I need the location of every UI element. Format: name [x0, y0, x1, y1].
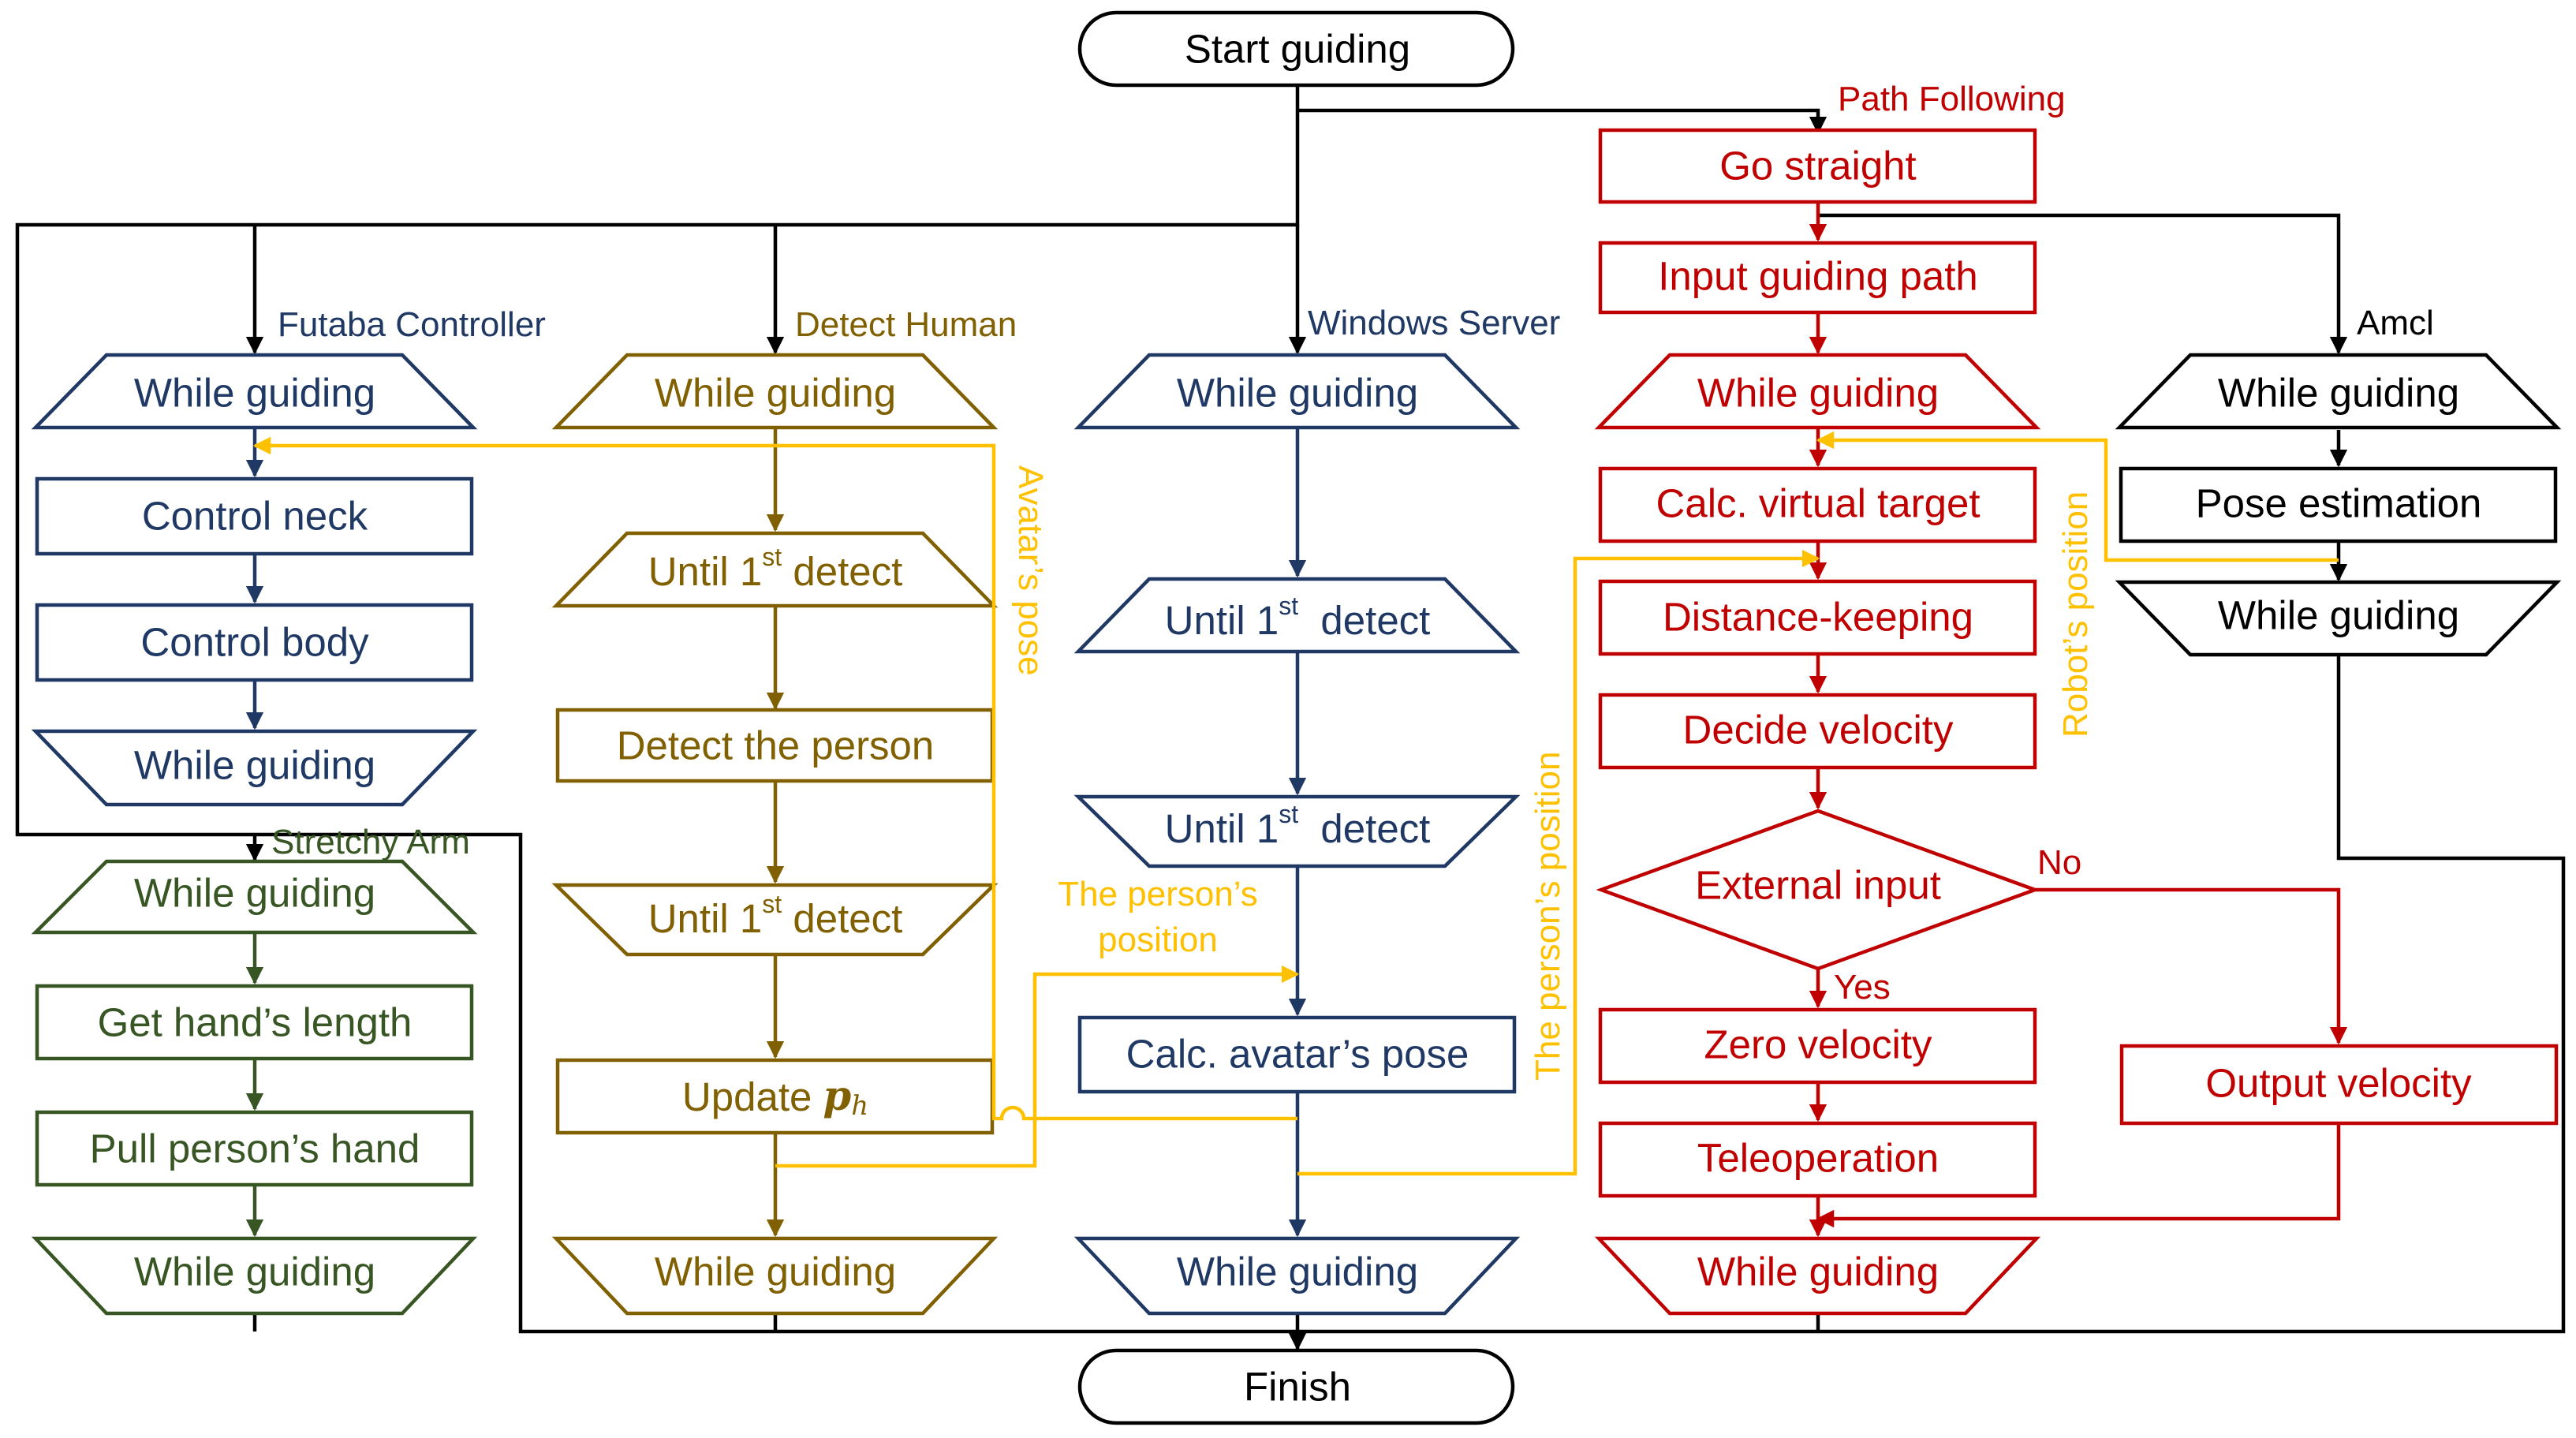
- stretchy-column: While guiding Get hand’s length Pull per…: [31, 859, 478, 1316]
- group-label-path-following: Path Following: [1838, 80, 2066, 118]
- svg-text:Teleoperation: Teleoperation: [1697, 1136, 1939, 1181]
- person-position-to-windows: [775, 965, 1300, 1168]
- detect-the-person: Detect the person: [555, 708, 995, 783]
- svg-text:While guiding: While guiding: [134, 871, 375, 916]
- svg-text:Zero velocity: Zero velocity: [1704, 1022, 1932, 1067]
- robot-position-signal: [1816, 431, 2339, 562]
- stretchy-loop-end: While guiding: [31, 1236, 478, 1316]
- amcl-column: While guiding Pose estimation While guid…: [2115, 353, 2562, 657]
- avatar-pose-label: Avatar’s pose: [1011, 465, 1050, 676]
- svg-text:Until 1st detect: Until 1st detect: [648, 890, 903, 941]
- svg-text:Get hand’s length: Get hand’s length: [98, 1000, 413, 1045]
- finish-label: Finish: [1244, 1365, 1351, 1410]
- group-label-detect-human: Detect Human: [795, 305, 1017, 344]
- path-external-input-decision: External input: [1596, 809, 2040, 971]
- detect-until-first-1: Until 1st detect: [551, 531, 999, 608]
- path-branch-no: No: [2037, 843, 2081, 882]
- svg-text:Input guiding path: Input guiding path: [1658, 254, 1978, 299]
- stretchy-pull-hand: Pull person’s hand: [35, 1110, 474, 1187]
- svg-text:While guiding: While guiding: [1697, 371, 1939, 416]
- person-position-to-path: [1297, 549, 1820, 1176]
- start-terminal: Start guiding: [1077, 10, 1515, 88]
- svg-text:Detect the person: Detect the person: [617, 723, 935, 768]
- svg-text:Pose estimation: Pose estimation: [2196, 481, 2482, 526]
- futaba-control-neck: Control neck: [35, 476, 474, 556]
- windows-until-first-1: Until 1st detect: [1073, 577, 1521, 654]
- svg-text:Calc. virtual target: Calc. virtual target: [1656, 481, 1981, 526]
- path-go-straight: Go straight: [1598, 128, 2037, 204]
- amcl-pose-estimation: Pose estimation: [2119, 466, 2558, 543]
- svg-text:While guiding: While guiding: [134, 371, 375, 416]
- futaba-control-body: Control body: [35, 603, 474, 682]
- path-loop-start: While guiding: [1594, 353, 2041, 430]
- svg-text:Decide velocity: Decide velocity: [1683, 708, 1954, 753]
- avatar-pose-signal: [252, 436, 1297, 1121]
- svg-text:While guiding: While guiding: [1697, 1249, 1939, 1294]
- svg-text:Distance-keeping: Distance-keeping: [1663, 595, 1973, 640]
- futaba-loop-start: While guiding: [31, 353, 478, 430]
- path-branch-yes: Yes: [1834, 968, 1891, 1007]
- svg-text:Control body: Control body: [140, 620, 369, 665]
- stretchy-loop-start: While guiding: [31, 859, 478, 935]
- svg-text:Until 1st detect: Until 1st detect: [1165, 592, 1431, 643]
- stretchy-get-hand-length: Get hand’s length: [35, 984, 474, 1061]
- amcl-loop-start: While guiding: [2115, 353, 2562, 430]
- path-distance-keeping: Distance-keeping: [1598, 579, 2037, 656]
- start-label: Start guiding: [1185, 27, 1410, 72]
- robot-position-label: Robot’s position: [2056, 491, 2095, 738]
- group-label-windows: Windows Server: [1308, 304, 1560, 342]
- detect-update-ph: Update ph: [555, 1058, 995, 1135]
- person-position-label-line1: The person’s: [1058, 875, 1258, 913]
- svg-text:Until 1st detect: Until 1st detect: [1165, 800, 1431, 851]
- windows-loop-end: While guiding: [1073, 1236, 1521, 1316]
- group-label-amcl: Amcl: [2357, 304, 2434, 342]
- path-loop-end: While guiding: [1594, 1236, 2041, 1316]
- svg-text:While guiding: While guiding: [2218, 371, 2459, 416]
- path-output-velocity: Output velocity: [2119, 1044, 2559, 1126]
- group-label-futaba: Futaba Controller: [278, 305, 546, 344]
- futaba-column: While guiding Control neck Control body …: [31, 353, 478, 807]
- finish-terminal: Finish: [1077, 1348, 1515, 1425]
- svg-text:While guiding: While guiding: [1177, 371, 1418, 416]
- path-zero-velocity: Zero velocity: [1598, 1007, 2037, 1085]
- svg-text:While guiding: While guiding: [134, 1249, 375, 1294]
- windows-loop-start: While guiding: [1073, 353, 1521, 430]
- person-position-vertical-label: The person’s position: [1529, 752, 1567, 1081]
- detect-loop-end: While guiding: [551, 1236, 999, 1316]
- svg-text:While guiding: While guiding: [655, 1249, 896, 1294]
- black-connectors: [15, 85, 2566, 1351]
- svg-text:While guiding: While guiding: [655, 371, 896, 416]
- path-calc-virtual-target: Calc. virtual target: [1598, 466, 2037, 543]
- yellow-signal-lines: [252, 431, 2339, 1176]
- windows-calc-avatar-pose: Calc. avatar’s pose: [1077, 1015, 1517, 1094]
- svg-text:Update ph: Update ph: [682, 1073, 868, 1122]
- detect-loop-start: While guiding: [551, 353, 999, 430]
- svg-text:While guiding: While guiding: [134, 743, 375, 788]
- detect-human-column: While guiding Until 1st detect Detect th…: [551, 353, 999, 1316]
- svg-text:While guiding: While guiding: [2218, 593, 2459, 638]
- detect-until-first-2: Until 1st detect: [551, 883, 999, 957]
- person-position-label-line2: position: [1098, 921, 1218, 959]
- amcl-loop-end: While guiding: [2115, 580, 2562, 657]
- futaba-loop-end: While guiding: [31, 729, 478, 807]
- svg-text:Go straight: Go straight: [1719, 144, 1916, 189]
- svg-text:Calc. avatar’s pose: Calc. avatar’s pose: [1126, 1032, 1469, 1077]
- path-teleoperation: Teleoperation: [1598, 1121, 2037, 1198]
- windows-column: While guiding Until 1st detect Until 1st…: [1073, 353, 1521, 1316]
- path-decide-velocity: Decide velocity: [1598, 693, 2037, 770]
- windows-until-first-2: Until 1st detect: [1073, 794, 1521, 868]
- svg-text:Output velocity: Output velocity: [2205, 1061, 2472, 1106]
- path-input-guiding-path: Input guiding path: [1598, 241, 2037, 315]
- svg-text:Control neck: Control neck: [142, 494, 368, 539]
- svg-text:While guiding: While guiding: [1177, 1249, 1418, 1294]
- svg-text:External input: External input: [1695, 863, 1941, 908]
- group-label-stretchy: Stretchy Arm: [271, 823, 470, 861]
- svg-text:Until 1st detect: Until 1st detect: [648, 543, 903, 594]
- svg-text:Pull person’s hand: Pull person’s hand: [90, 1126, 420, 1171]
